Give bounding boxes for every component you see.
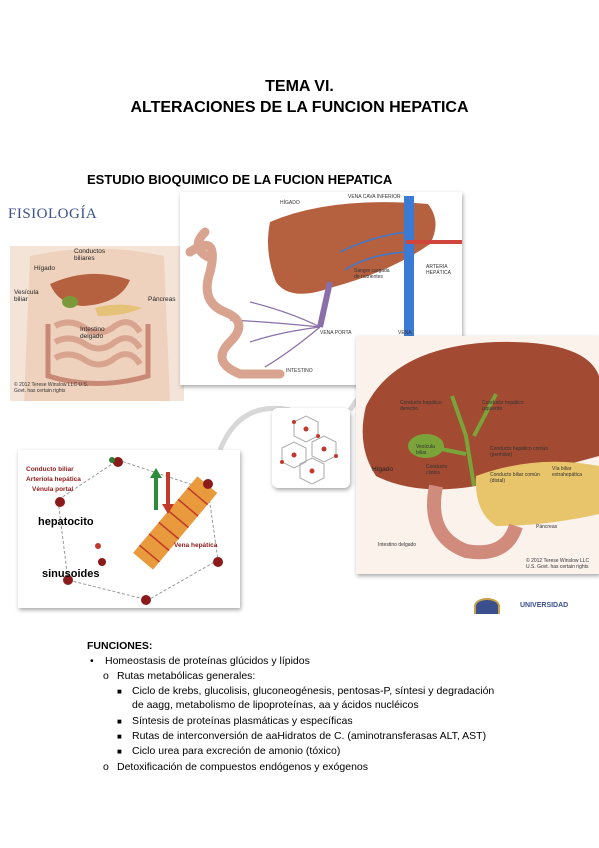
section-subtitle: ESTUDIO BIOQUIMICO DE LA FUCION HEPATICA <box>87 172 393 187</box>
label-higado: Hígado <box>34 265 55 272</box>
label-hepatocito: hepatocito <box>38 516 94 528</box>
label-vesicula-biliar-2: Vesícula biliar <box>416 444 435 456</box>
doc-title-line2: ALTERACIONES DE LA FUNCION HEPATICA <box>130 99 469 116</box>
label-sangre-nutrientes: Sangre cargada de nutrientes <box>354 268 390 280</box>
hepatic-lobule-panel: Conducto biliar Arteriola hepática Vénul… <box>18 450 240 608</box>
hepatic-lobule-illustration <box>18 450 240 608</box>
doc-title-line1: TEMA VI. <box>265 78 334 95</box>
label-higado-biliary: Hígado <box>372 466 393 473</box>
figure-composite: FISIOLOGÍA Conductos biliares Hígado Ves… <box>0 190 599 620</box>
label-conducto-biliar-comun: Conducto biliar común (distal) <box>490 472 540 484</box>
label-conducto-hepatico-izquierdo: Conducto hepático izquierdo <box>482 400 524 412</box>
bullet-circle: o <box>103 761 109 773</box>
funcion-homeostasis: Homeostasis de proteínas glúcidos y lípi… <box>105 655 310 667</box>
bullet-square: ■ <box>117 732 122 741</box>
funcion-detoxificacion: Detoxificación de compuestos endógenos y… <box>117 761 368 773</box>
bullet-square: ■ <box>117 687 122 696</box>
lobule-thumbnail <box>280 415 338 485</box>
label-intestino-delgado: Intestino delgado <box>80 326 105 340</box>
portal-circulation-illustration <box>180 192 462 385</box>
university-seal <box>474 598 500 614</box>
copyright-note-biliary: © 2012 Terese Winslow LLC U.S. Govt. has… <box>526 558 590 570</box>
funcion-ciclo-urea: Ciclo urea para excreción de amonio (tóx… <box>132 745 341 757</box>
label-conducto-hepatico-comun: Conducto hepático común (perihiliar) <box>490 446 549 458</box>
label-intestino-delgado-biliary: Intestino delgado <box>378 542 417 548</box>
university-label: UNIVERSIDAD <box>520 602 569 609</box>
bullet-square: ■ <box>117 747 122 756</box>
label-arteriola-hepatica: Arteriola hepática <box>26 476 81 483</box>
copyright-note: © 2012 Terese Winslow LLC U.S. Govt. has… <box>14 382 89 394</box>
biliary-tree-illustration <box>356 336 599 574</box>
digestive-organs-panel: Conductos biliares Hígado Vesícula bilia… <box>10 246 184 401</box>
digestive-organs-illustration <box>10 246 184 401</box>
funcion-rutas-metabolicas: Rutas metabólicas generales: <box>117 670 256 682</box>
label-sinusoides: sinusoides <box>42 568 100 580</box>
label-vena-porta: VENA PORTA <box>320 330 352 336</box>
lobule-thumbnail-panel <box>272 408 350 488</box>
label-conducto-cistico: Conducto cístico <box>426 464 448 476</box>
funcion-ciclo-krebs-cont: de aagg, metabolismo de lipoproteínas, a… <box>132 699 419 711</box>
bullet-circle: o <box>103 670 109 682</box>
label-venula-portal: Vénula portal <box>32 486 74 493</box>
label-conducto-hepatico-derecho: Conducto hepático derecho <box>400 400 442 412</box>
biliary-tree-panel: Conducto hepático derecho Conducto hepát… <box>356 336 599 574</box>
label-vesicula-biliar: Vesícula biliar <box>14 289 39 303</box>
label-via-biliar-extrahepatica: Vía biliar extrahepática <box>552 466 583 478</box>
funcion-sintesis-proteinas: Síntesis de proteínas plasmáticas y espe… <box>132 715 353 727</box>
funciones-heading: FUNCIONES: <box>87 640 153 652</box>
funcion-rutas-interconversion: Rutas de interconversión de aaHidratos d… <box>132 730 487 742</box>
label-arteria-hepatica: ARTERIA HEPÁTICA <box>426 264 452 276</box>
bullet-dot: • <box>90 655 94 667</box>
funcion-ciclo-krebs: Ciclo de krebs, glucolisis, gluconeogéne… <box>132 685 495 697</box>
bullet-square: ■ <box>117 717 122 726</box>
label-intestino: INTESTINO <box>286 368 313 374</box>
label-pancreas: Páncreas <box>148 296 176 303</box>
fisiologia-logo: FISIOLOGÍA <box>8 206 98 222</box>
label-conducto-biliar: Conducto biliar <box>26 466 74 473</box>
label-vena-hepatica-lobule: Vena hepática <box>174 542 218 549</box>
label-pancreas-biliary: Páncreas <box>536 524 558 530</box>
label-vena-cava: VENA CAVA INFERIOR <box>348 194 401 200</box>
label-conductos-biliares: Conductos biliares <box>74 248 106 262</box>
label-higado-portal: HÍGADO <box>280 200 300 206</box>
